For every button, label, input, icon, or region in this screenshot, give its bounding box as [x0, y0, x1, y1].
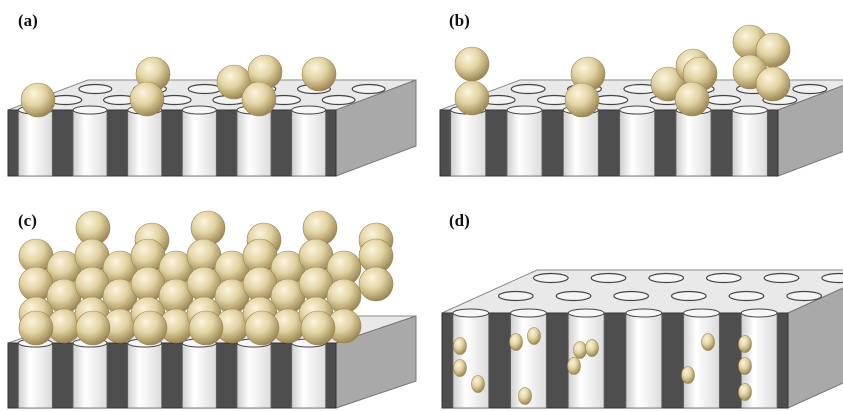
- front-pore-channel: [72, 109, 108, 177]
- nanoparticle: [567, 357, 581, 375]
- front-pore-channel: [236, 342, 272, 409]
- nanoparticle: [241, 81, 277, 117]
- nanoparticle: [674, 81, 710, 117]
- nanoparticle: [681, 366, 695, 384]
- pore-opening: [452, 308, 490, 318]
- membrane-front-face: [439, 109, 779, 177]
- pore-opening: [786, 290, 823, 302]
- pore-opening: [763, 272, 800, 284]
- front-pore-channel: [731, 109, 768, 177]
- nanoparticle: [518, 387, 532, 405]
- panel-c: [7, 210, 417, 409]
- panel-a: [7, 54, 417, 177]
- nanoparticle: [755, 66, 791, 102]
- nanoparticle: [573, 341, 587, 359]
- panel-label-a: (a): [18, 11, 38, 30]
- front-pore-channel: [127, 109, 163, 177]
- nanoparticle: [738, 335, 752, 353]
- nanoparticle: [701, 333, 715, 351]
- membrane-front-face: [441, 312, 789, 409]
- pore-opening: [728, 290, 765, 302]
- nanoparticle: [132, 310, 168, 346]
- pore-opening: [821, 272, 843, 284]
- nanoparticle: [300, 310, 336, 346]
- pore-opening: [291, 105, 327, 115]
- nanoparticle: [129, 81, 165, 117]
- front-pore-channel: [562, 109, 599, 177]
- front-pore-channel: [619, 109, 656, 177]
- nanoparticle: [738, 357, 752, 375]
- nanoparticle: [738, 383, 752, 401]
- membrane-front-face: [7, 342, 337, 409]
- front-pore-channel: [127, 342, 163, 409]
- pore-opening: [731, 105, 768, 115]
- nanoparticle: [244, 310, 280, 346]
- nanoparticle: [188, 310, 224, 346]
- front-pore-channel: [291, 342, 327, 409]
- front-pore-channel: [181, 342, 217, 409]
- front-pore-channel: [450, 109, 487, 177]
- front-pore-channel: [17, 109, 53, 177]
- pore-opening: [740, 308, 778, 318]
- nanoparticle: [453, 359, 467, 377]
- pore-opening: [670, 290, 707, 302]
- panel-d: [441, 269, 843, 409]
- pore-opening: [705, 272, 742, 284]
- nanoparticle: [301, 56, 337, 92]
- nanoparticle: [527, 327, 541, 345]
- nanoparticle: [454, 46, 490, 82]
- panel-label-c: (c): [18, 211, 37, 230]
- pore-opening: [351, 83, 386, 95]
- pore-opening: [506, 105, 543, 115]
- pore-opening: [510, 83, 546, 95]
- membrane-front-face: [7, 109, 337, 177]
- front-pore-channel: [625, 312, 663, 409]
- pore-opening: [590, 272, 627, 284]
- pore-opening: [705, 94, 741, 106]
- nanoparticle: [564, 82, 600, 118]
- pore-opening: [567, 308, 605, 318]
- nanoparticle: [509, 333, 523, 351]
- nanoparticle: [358, 266, 394, 302]
- nanoparticle: [454, 80, 490, 116]
- front-pore-channel: [675, 109, 712, 177]
- pore-opening: [683, 308, 720, 318]
- pore-opening: [648, 272, 685, 284]
- nanoparticle: [471, 375, 485, 393]
- front-pore-channel: [72, 342, 108, 409]
- front-pore-channel: [236, 109, 272, 177]
- pore-opening: [619, 105, 656, 115]
- pore-opening: [497, 290, 534, 302]
- pore-opening: [187, 83, 222, 95]
- nanoparticle: [453, 337, 467, 355]
- nanoparticle: [585, 339, 599, 357]
- pore-opening: [532, 272, 569, 284]
- front-pore-channel: [291, 109, 327, 177]
- panel-label-d: (d): [449, 211, 470, 230]
- pore-opening: [78, 83, 113, 95]
- pore-opening: [181, 105, 217, 115]
- front-pore-channel: [683, 312, 720, 409]
- front-pore-channel: [506, 109, 543, 177]
- pore-opening: [510, 308, 547, 318]
- pore-opening: [555, 290, 592, 302]
- pore-opening: [792, 83, 828, 95]
- front-pore-channel: [17, 342, 53, 409]
- nanoparticle: [75, 310, 111, 346]
- nanoparticle: [18, 310, 54, 346]
- panel-label-b: (b): [449, 11, 470, 30]
- nanoparticle: [20, 82, 56, 118]
- pore-opening: [625, 308, 663, 318]
- front-pore-channel: [181, 109, 217, 177]
- pore-opening: [72, 105, 108, 115]
- panel-b: [439, 24, 843, 177]
- pore-opening: [321, 94, 356, 106]
- pore-opening: [613, 290, 650, 302]
- front-pore-channel: [452, 312, 490, 409]
